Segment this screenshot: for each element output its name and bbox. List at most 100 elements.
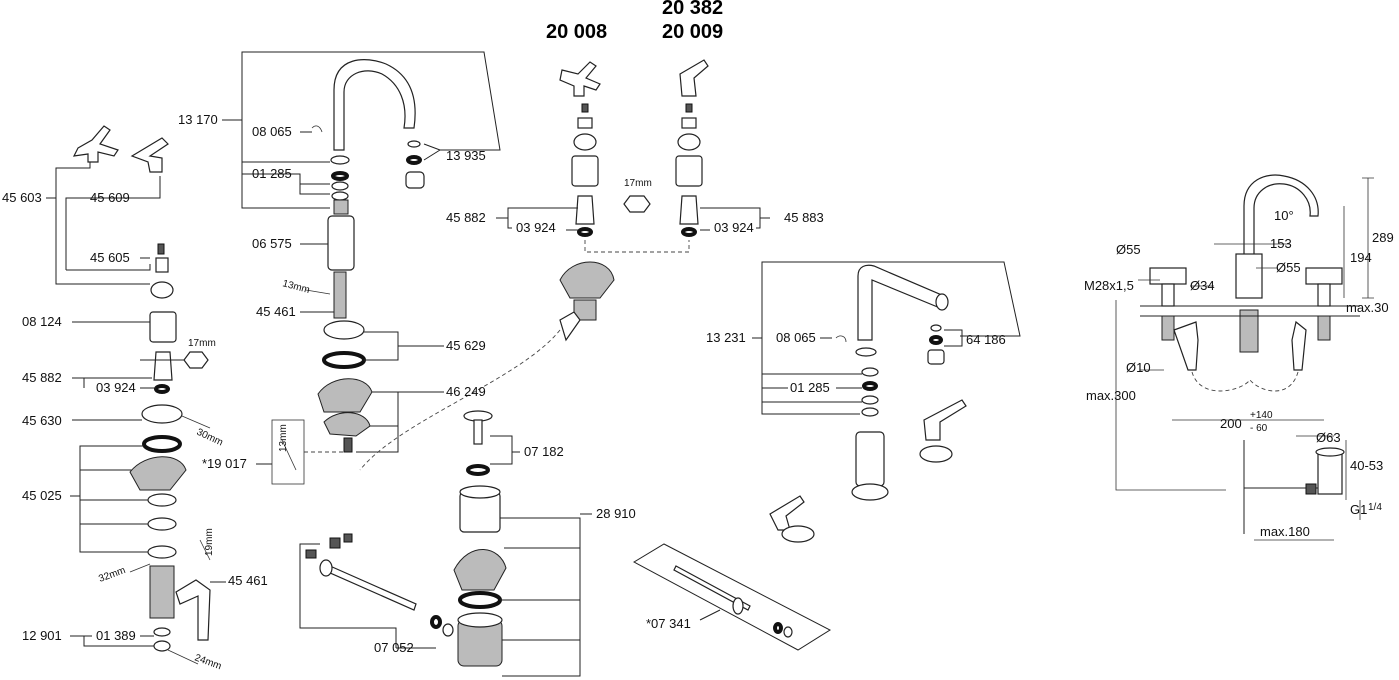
washer-icon [861,395,879,405]
spout-square-assembly [769,264,967,543]
spindle-icon [577,117,593,129]
ball-joint-icon [732,597,744,615]
escutcheon-icon [317,378,373,413]
dimension-valve-right [1317,283,1331,307]
aerator-washer-icon [407,140,421,148]
nut-icon [153,640,171,652]
dimension-drain-nut [1305,483,1317,495]
hose-elbow-icon [559,311,581,342]
dim-200: 200 [1220,416,1242,431]
dimension-cross-handle [1149,267,1187,285]
valve-base-icon [919,445,953,463]
wrench-icon [281,439,297,471]
drain-callout-lines [299,435,592,677]
drain-assembly [305,410,507,667]
dim-diam-63: Ø63 [1316,430,1341,445]
hex-nut-17mm-icon [183,351,209,369]
label-08065-top: 08 065 [252,124,292,139]
label-19017: *19 017 [202,456,247,471]
rod-seal-icon [773,622,783,634]
pop-up-rod-icon [327,565,417,611]
nut-icon [153,627,171,637]
dim-g1: G1 [1350,502,1367,517]
label-08065-right: 08 065 [776,330,816,345]
center-valve-callouts [359,207,770,471]
spout-body-icon [855,431,885,487]
aerator-ring-icon [406,155,422,165]
model-number-20382: 20 382 [662,0,723,19]
drain-stem-icon [473,419,483,445]
flange-icon [141,404,183,424]
spindle-icon [681,117,697,129]
spindle-icon [155,257,169,273]
pop-up-rod-icon [673,565,751,611]
wrench-19mm: 19mm [204,528,215,556]
dim-max180: max.180 [1260,524,1310,539]
label-45605: 45 605 [90,250,130,265]
escutcheon-icon [129,456,187,491]
spout-assembly [271,59,425,485]
washer-icon [147,517,177,531]
washer-icon [861,407,879,417]
dim-g1-fraction: 1/4 [1368,502,1382,513]
label-08124: 08 124 [22,314,62,329]
label-45609: 45 609 [90,190,130,205]
spout-hose-icon [333,271,347,319]
model-number-20008: 20 008 [546,21,607,43]
label-45882-mid: 45 882 [446,210,486,225]
nut-icon [343,437,353,453]
ball-joint-icon [319,559,333,577]
label-46249: 46 249 [446,384,486,399]
mounting-flange-icon [559,261,615,299]
label-12901: 12 901 [22,628,62,643]
valve-base-icon [781,525,815,543]
spout-body-icon [327,215,355,271]
threaded-shank-icon [149,565,175,619]
dim-diam-55-left: Ø55 [1116,242,1141,257]
label-45461-left: 45 461 [228,573,268,588]
wrench-30mm: 30mm [195,427,225,449]
dimension-spout-shank [1239,309,1259,353]
cartridge-icon [575,195,595,225]
washer-icon [147,545,177,559]
spout-outlet-icon [935,293,949,311]
cap-ring-icon [573,133,597,151]
spout-flange-icon [851,483,889,501]
label-45025: 45 025 [22,488,62,503]
dim-diam-34: Ø34 [1190,278,1215,293]
part-number-labels: 45 603 45 609 45 605 08 124 45 882 03 92… [2,112,1006,655]
aerator-washer-icon [930,324,942,332]
spout-connector-icon [333,199,349,215]
left-handle-assembly [72,125,211,665]
wrench-icon [305,289,331,295]
dim-153: 153 [1270,236,1292,251]
cap-ring-icon [150,281,174,299]
gooseneck-spout-icon [333,59,416,151]
lever-handle-icon [923,399,967,441]
wrench-32mm: 32mm [97,565,127,585]
lever-handle-icon [130,137,169,173]
o-ring-icon [681,227,697,237]
drain-top-icon [459,485,501,499]
seal-ring-icon [322,351,366,369]
washer-icon [861,367,879,377]
wrench-13mm-top: 13mm [281,278,311,296]
dim-max300: max.300 [1086,388,1136,403]
washer-icon [331,181,349,191]
label-64186: 64 186 [966,332,1006,347]
dim-200-tol-plus: +140 [1250,410,1273,421]
drain-gasket-icon [453,549,507,591]
clip-icon [329,537,341,549]
angular-spout-icon [857,264,945,341]
label-28910: 28 910 [596,506,636,521]
washer-icon [147,493,177,507]
o-ring-icon [331,171,349,181]
label-03924-mid-b: 03 924 [714,220,754,235]
spout-square-callouts [752,261,1021,415]
dimension-shank-right [1317,315,1331,341]
label-45629: 45 629 [446,338,486,353]
label-45883: 45 883 [784,210,824,225]
sleeve-icon [675,155,703,187]
rod-kit-box [632,543,832,651]
